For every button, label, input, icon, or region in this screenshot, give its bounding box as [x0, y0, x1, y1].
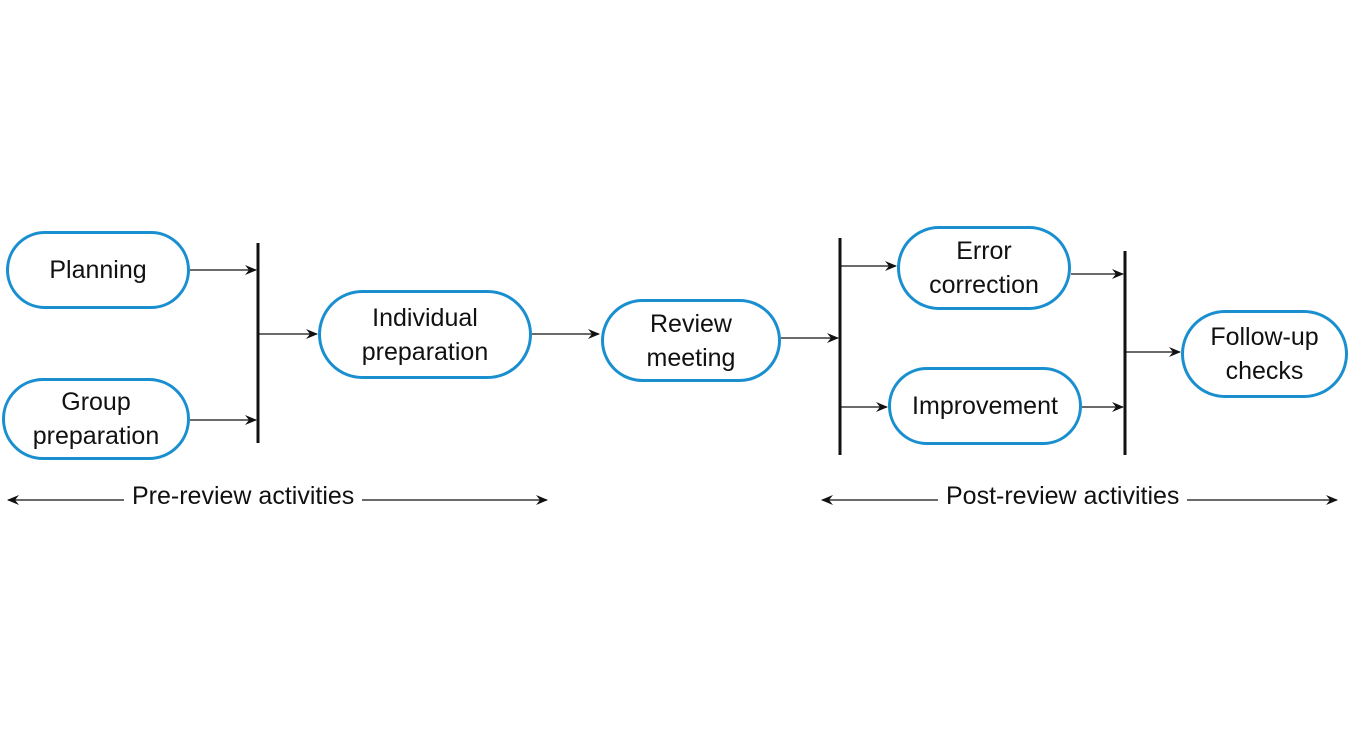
node-individual-preparation: Individual preparation — [318, 290, 532, 379]
node-review-meeting-label-line1: Review — [650, 309, 732, 338]
node-follow-up-checks-label-line2: checks — [1225, 357, 1304, 385]
node-planning-label: Planning — [49, 256, 147, 284]
node-follow-up-checks-label-line1: Follow-up — [1210, 323, 1319, 351]
node-group-preparation-label-line2: preparation — [32, 422, 160, 450]
post-review-label: Post-review activities — [938, 482, 1188, 511]
node-error-correction-label-line1: Error — [956, 237, 1012, 265]
node-follow-up-checks: Follow-up checks — [1181, 310, 1348, 398]
node-group-preparation-label-line1: Group — [61, 388, 131, 416]
node-improvement-label: Improvement — [912, 392, 1058, 420]
node-individual-preparation-label-line2: preparation — [361, 337, 489, 366]
node-review-meeting: Review meeting — [601, 299, 781, 382]
pre-review-label: Pre-review activities — [124, 482, 363, 511]
node-planning: Planning — [6, 231, 190, 309]
node-review-meeting-label-line2: meeting — [646, 343, 736, 372]
node-individual-preparation-label-line1: Individual — [372, 303, 478, 332]
node-error-correction: Error correction — [897, 226, 1071, 310]
node-error-correction-label-line2: correction — [929, 271, 1039, 299]
node-group-preparation: Group preparation — [2, 378, 190, 460]
node-improvement: Improvement — [888, 367, 1082, 445]
